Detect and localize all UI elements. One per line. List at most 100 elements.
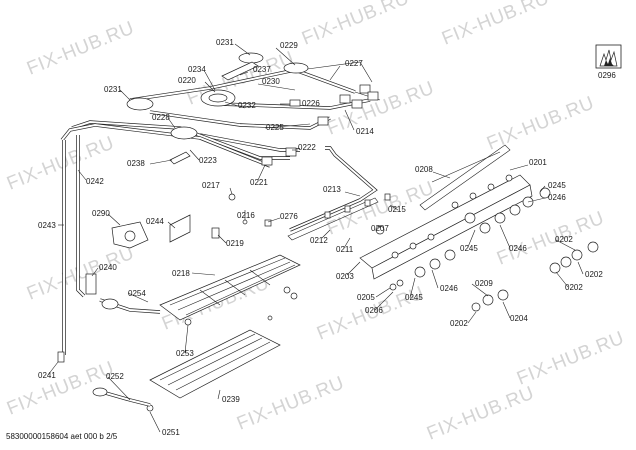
part-label: 0240	[99, 263, 117, 272]
part-label: 0214	[356, 127, 374, 136]
burner-cap	[283, 62, 309, 74]
part-label: 0290	[92, 209, 110, 218]
part-label: 0202	[565, 283, 583, 292]
part-label: 0251	[162, 428, 180, 437]
part-label: 0239	[222, 395, 240, 404]
gas-valves	[261, 84, 379, 166]
bracket-0244	[169, 214, 191, 243]
knob	[494, 212, 506, 224]
burners	[126, 52, 309, 165]
part-label: 0207	[371, 224, 389, 233]
part-label: 0204	[510, 314, 528, 323]
valve	[289, 99, 301, 107]
knob	[560, 256, 572, 268]
part-label: 0253	[176, 349, 194, 358]
burner-cap	[238, 52, 264, 64]
part-label: 0243	[38, 221, 56, 230]
watermark-text: FIX-HUB.RU	[424, 383, 537, 445]
part-label: 0254	[128, 289, 146, 298]
watermark-text: FIX-HUB.RU	[299, 0, 412, 50]
part-label: 0237	[253, 65, 271, 74]
part-label: 0245	[405, 293, 423, 302]
part-label: 0226	[302, 99, 320, 108]
flame-logo-icon	[595, 44, 622, 69]
crossbar	[221, 61, 259, 81]
part-label: 0219	[226, 239, 244, 248]
part-label: 0225	[266, 123, 284, 132]
bracket-0240	[85, 273, 97, 295]
part-label: 0246	[440, 284, 458, 293]
part-label: 0238	[127, 159, 145, 168]
knob	[396, 279, 404, 287]
knob	[571, 249, 583, 261]
valve	[285, 147, 297, 157]
fitting-0241	[57, 351, 65, 363]
part-label: 0232	[238, 101, 256, 110]
part-label: 0227	[345, 59, 363, 68]
knob	[429, 258, 441, 270]
watermark-text: FIX-HUB.RU	[484, 93, 597, 155]
valve	[359, 84, 371, 94]
grill-0239	[149, 329, 281, 399]
part-label: 0223	[199, 156, 217, 165]
part-label: 0220	[178, 76, 196, 85]
small-hardware	[57, 193, 391, 412]
part-label: 0230	[262, 77, 280, 86]
part-label: 0241	[38, 371, 56, 380]
clip	[264, 219, 272, 227]
part-label: 0228	[152, 113, 170, 122]
footer-code: 58300000158604 aet 000 b 2/5	[6, 432, 118, 441]
fascia-panel	[371, 184, 533, 280]
knob	[464, 212, 476, 224]
knob	[587, 241, 599, 253]
part-label: 0202	[585, 270, 603, 279]
bracket	[169, 151, 191, 165]
part-label: 0212	[310, 236, 328, 245]
sleeve	[211, 227, 220, 239]
knob	[389, 283, 397, 291]
watermark-text: FIX-HUB.RU	[24, 18, 137, 80]
part-label: 0222	[298, 143, 316, 152]
part-label: 0208	[415, 165, 433, 174]
part-label: 0246	[509, 244, 527, 253]
knob	[479, 222, 491, 234]
part-label: 0229	[280, 41, 298, 50]
burner-cap	[126, 97, 154, 111]
watermark-text: FIX-HUB.RU	[514, 328, 627, 390]
part-label: 0206	[365, 306, 383, 315]
screw	[228, 193, 236, 201]
part-label: 0276	[280, 212, 298, 221]
watermark-text: FIX-HUB.RU	[24, 243, 137, 305]
knob	[414, 266, 426, 278]
part-label: 0202	[450, 319, 468, 328]
part-label: 0234	[188, 65, 206, 74]
knob	[549, 262, 561, 274]
part-label: 0218	[172, 269, 190, 278]
part-label: 0215	[388, 205, 406, 214]
part-label: 0211	[336, 245, 354, 254]
part-label: 0252	[106, 372, 124, 381]
part-label: 0246	[548, 193, 566, 202]
control-knobs	[375, 187, 599, 312]
part-label: 0216	[237, 211, 255, 220]
burner-cap	[170, 126, 198, 140]
watermark-text: FIX-HUB.RU	[439, 0, 552, 50]
part-labels: 0231 0229 0227 0234 0237 0220 0230 0231 …	[38, 38, 616, 437]
valve	[367, 91, 379, 101]
part-label: 0245	[460, 244, 478, 253]
watermark-layer: FIX-HUB.RU FIX-HUB.RU FIX-HUB.RU FIX-HUB…	[4, 0, 627, 445]
watermark-text: FIX-HUB.RU	[494, 208, 607, 270]
part-label: 0231	[104, 85, 122, 94]
part-label: 0205	[357, 293, 375, 302]
watermark-text: FIX-HUB.RU	[234, 373, 347, 435]
valve	[261, 156, 273, 166]
part-label: 0202	[555, 235, 573, 244]
part-label: 0231	[216, 38, 234, 47]
part-label: 0213	[323, 185, 341, 194]
valve	[317, 116, 329, 126]
part-label: 0203	[336, 272, 354, 281]
knob	[482, 294, 494, 306]
part-label: 0217	[202, 181, 220, 190]
oven-burners	[92, 254, 301, 407]
